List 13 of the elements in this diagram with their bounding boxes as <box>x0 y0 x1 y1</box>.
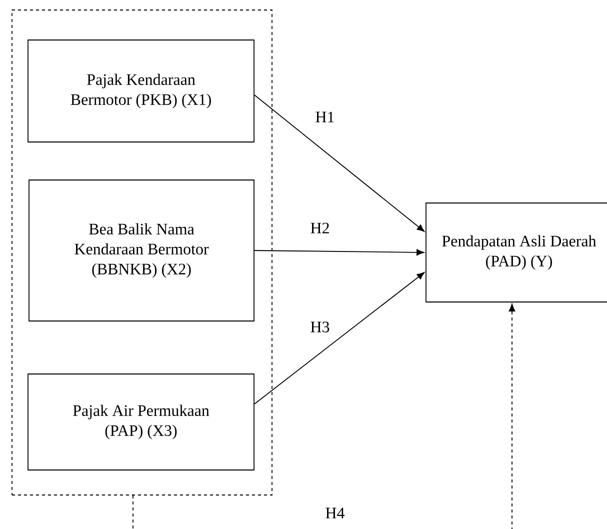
edge-label: H3 <box>310 322 330 332</box>
edge-label: H1 <box>316 112 334 122</box>
arrow <box>254 249 424 256</box>
variable-box: Pendapatan Asli Daerah (PAD) (Y) <box>426 202 607 302</box>
variable-box: Pajak Kendaraan Bermotor (PKB) (X1) <box>28 40 254 142</box>
dashed-group-box <box>12 10 272 496</box>
arrow <box>254 94 425 232</box>
arrow <box>254 272 425 404</box>
variable-box: Pajak Air Permukaan (PAP) (X3) <box>28 374 254 470</box>
arrow <box>132 304 516 529</box>
edge-label: H4 <box>326 508 345 518</box>
edge-label: H2 <box>310 222 329 234</box>
variable-box: Bea Balik Nama Kendaraan Bermotor (BBNKB) (X2) <box>28 180 254 322</box>
